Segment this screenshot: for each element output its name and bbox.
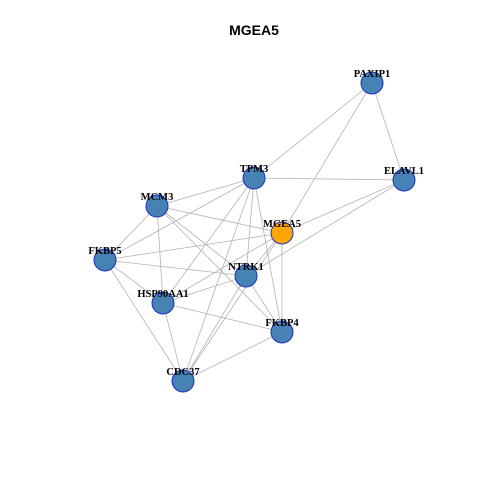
edge-fkbp5-ntrk1	[104, 259, 247, 277]
edge-paxip1-mgea5	[281, 82, 373, 234]
node-cdc37[interactable]	[171, 369, 195, 393]
edge-paxip1-tpm3	[253, 82, 373, 179]
edge-ntrk1-cdc37	[182, 275, 247, 382]
node-fkbp4[interactable]	[270, 320, 294, 344]
edge-tpm3-fkbp5	[104, 177, 255, 261]
node-hsp90aa1[interactable]	[151, 291, 175, 315]
node-label-tpm3: TPM3	[240, 164, 269, 175]
node-label-cdc37: CDC37	[166, 367, 199, 378]
graph-title: MGEA5	[229, 22, 279, 38]
edge-mcm3-hsp90aa1	[156, 205, 164, 304]
edge-elavl1-ntrk1	[245, 179, 405, 277]
nodes-layer	[93, 71, 416, 393]
edge-fkbp4-cdc37	[182, 331, 283, 382]
node-ntrk1[interactable]	[234, 264, 258, 288]
edge-mgea5-fkbp5	[104, 232, 283, 261]
edge-fkbp5-cdc37	[104, 259, 184, 382]
edge-ntrk1-hsp90aa1	[162, 275, 247, 304]
node-label-fkbp4: FKBP4	[265, 318, 299, 329]
edge-mgea5-cdc37	[182, 232, 283, 382]
node-label-mgea5: MGEA5	[263, 219, 301, 230]
node-label-mcm3: MCM3	[141, 192, 174, 203]
node-label-ntrk1: NTRK1	[228, 262, 264, 273]
edge-hsp90aa1-cdc37	[162, 302, 184, 382]
edge-mcm3-mgea5	[156, 205, 283, 234]
edge-tpm3-fkbp4	[253, 177, 283, 333]
node-label-paxip1: PAXIP1	[354, 69, 391, 80]
edge-tpm3-hsp90aa1	[162, 177, 255, 304]
node-paxip1[interactable]	[360, 71, 384, 95]
node-fkbp5[interactable]	[93, 248, 117, 272]
node-elavl1[interactable]	[392, 168, 416, 192]
node-mgea5[interactable]	[270, 221, 294, 245]
node-mcm3[interactable]	[145, 194, 169, 218]
edge-mcm3-ntrk1	[156, 205, 247, 277]
node-label-elavl1: ELAVL1	[384, 166, 424, 177]
edge-tpm3-elavl1	[253, 177, 405, 181]
node-label-hsp90aa1: HSP90AA1	[137, 289, 188, 300]
edge-mcm3-fkbp5	[104, 205, 158, 261]
edge-fkbp5-hsp90aa1	[104, 259, 164, 304]
edges-layer	[104, 82, 405, 382]
edge-hsp90aa1-fkbp4	[162, 302, 283, 333]
edge-paxip1-elavl1	[371, 82, 405, 181]
edge-elavl1-mgea5	[281, 179, 405, 234]
node-tpm3[interactable]	[242, 166, 266, 190]
edge-mgea5-hsp90aa1	[162, 232, 283, 304]
edge-mcm3-fkbp4	[156, 205, 283, 333]
edge-tpm3-ntrk1	[245, 177, 255, 277]
edge-tpm3-cdc37	[182, 177, 255, 382]
node-label-fkbp5: FKBP5	[88, 246, 121, 257]
edge-tpm3-mcm3	[156, 177, 255, 207]
